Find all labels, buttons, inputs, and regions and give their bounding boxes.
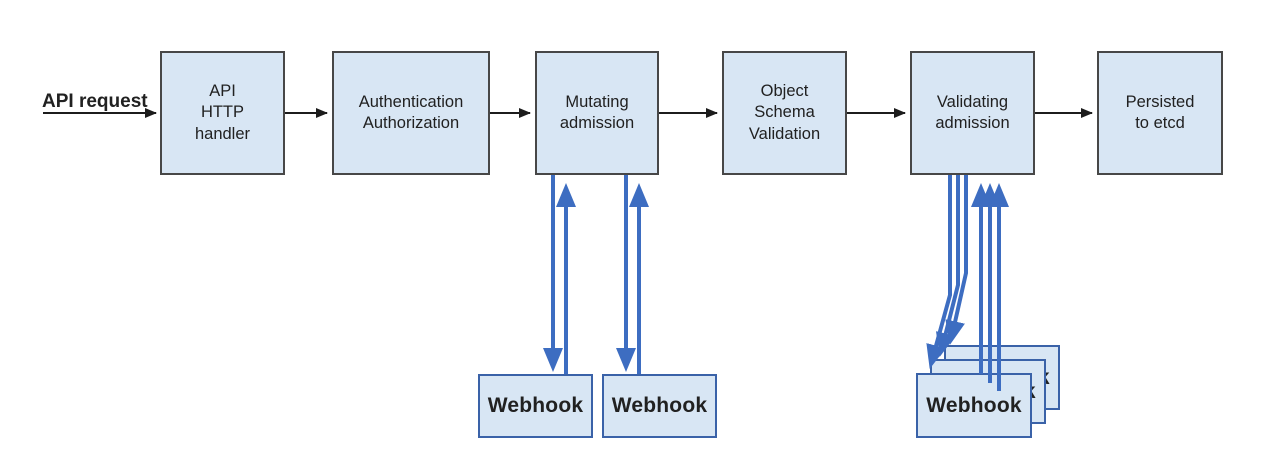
mutating-webhook-arrows xyxy=(543,175,649,374)
stage-label-mutating-admission: Mutating admission xyxy=(559,92,635,132)
stage-label-persisted-to-etcd: Persisted to etcd xyxy=(1125,92,1195,132)
stage-label-api-http-handler: API HTTP handler xyxy=(194,81,251,143)
stage-box-authentication-authorization: Authentication Authorization xyxy=(332,51,490,175)
webhook-label: Webhook xyxy=(487,394,584,417)
validating-webhook-call-arrow-1 xyxy=(926,175,952,369)
stage-box-object-schema-validation: Object Schema Validation xyxy=(722,51,847,175)
stage-box-validating-admission: Validating admission xyxy=(910,51,1035,175)
api-request-label: API request xyxy=(42,91,148,112)
webhook-label: Webhook xyxy=(926,393,1022,417)
webhook-box-validating-1: Webhook xyxy=(916,373,1032,438)
stage-box-persisted-to-etcd: Persisted to etcd xyxy=(1097,51,1223,175)
webhook-box-mutating-2: Webhook xyxy=(602,374,717,438)
webhook-box-mutating-1: Webhook xyxy=(478,374,593,438)
stage-label-validating-admission: Validating admission xyxy=(935,92,1010,132)
webhook-label: Webhook xyxy=(611,394,708,417)
validating-webhook-call-arrow-3 xyxy=(945,175,968,345)
stage-label-object-schema-validation: Object Schema Validation xyxy=(748,81,821,143)
stage-box-api-http-handler: API HTTP handler xyxy=(160,51,285,175)
stage-label-authentication-authorization: Authentication Authorization xyxy=(358,92,464,132)
validating-webhook-call-arrow-2 xyxy=(935,175,960,357)
stage-box-mutating-admission: Mutating admission xyxy=(535,51,659,175)
